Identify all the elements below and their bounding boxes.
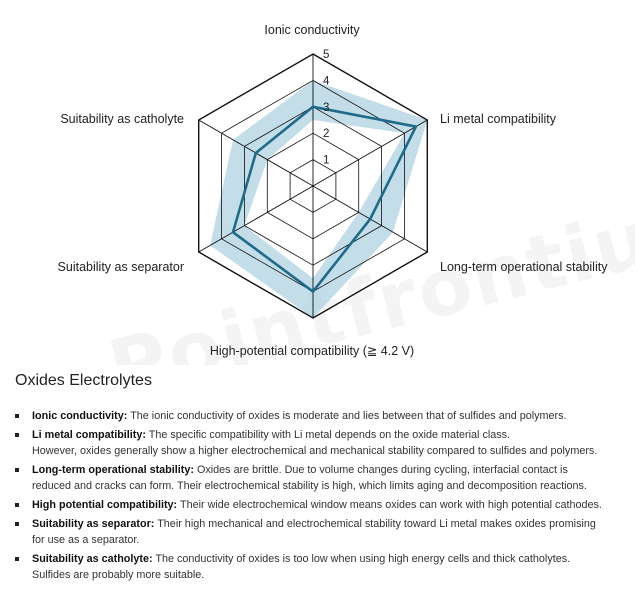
axis-label: Li metal compatibility [440,112,557,126]
section-title: Oxides Electrolytes [15,372,152,389]
notes-list: Ionic conductivity: The ionic conductivi… [14,408,626,586]
data-point [414,125,418,128]
list-item: High potential compatibility: Their wide… [14,497,626,514]
axis-label: Long-term operational stability [440,260,608,274]
data-point [311,290,315,293]
tick-label: 3 [323,102,329,114]
item-text-continued: However, oxides generally show a higher … [32,445,598,458]
axis-spoke [312,119,428,187]
data-point [311,105,315,109]
axis-label: Suitability as catholyte [60,112,184,126]
item-term: Suitability as catholyte: [32,552,153,565]
data-point [369,217,372,221]
list-item: Suitability as separator: Their high mec… [14,516,626,549]
list-item: Li metal compatibility: The specific com… [14,427,626,460]
item-text-continued: for use as a separator. [32,534,140,547]
item-text: Their wide electrochemical window means … [177,498,602,511]
tick-label: 4 [323,75,330,87]
item-term: Ionic conductivity: [32,410,128,422]
item-text: The ionic conductivity of oxides is mode… [127,410,567,422]
axis-spoke [198,185,314,253]
tick-label: 5 [323,49,329,61]
data-point [254,151,257,155]
item-term: Suitability as separator: [32,517,155,530]
range-band [210,80,428,319]
axis-label: Suitability as separator [58,260,184,274]
item-text: The specific compatibility with Li metal… [145,428,511,441]
list-item: Long-term operational stability: Oxides … [14,462,626,495]
list-item: Ionic conductivity: The ionic conductivi… [14,408,626,425]
tick-label: 2 [323,128,329,140]
item-term: High potential compatibility: [32,498,178,511]
tick-label: 1 [323,155,329,167]
item-term: Li metal compatibility: [32,428,146,441]
item-text: The conductivity of oxides is too low wh… [152,552,571,565]
item-text-continued: reduced and cracks can form. Their elect… [32,480,587,493]
item-text-continued: Sulfides are probably more suitable. [32,569,205,582]
item-text: Oxides are brittle. Due to volume change… [193,463,568,476]
data-point [231,231,235,234]
axis-label: High-potential compatibility (≧ 4.2 V) [210,344,414,358]
axis-label: Ionic conductivity [264,23,360,37]
item-term: Long-term operational stability: [32,463,194,476]
list-item: Suitability as catholyte: The conductivi… [14,551,626,584]
item-text: Their high mechanical and electrochemica… [154,517,596,530]
